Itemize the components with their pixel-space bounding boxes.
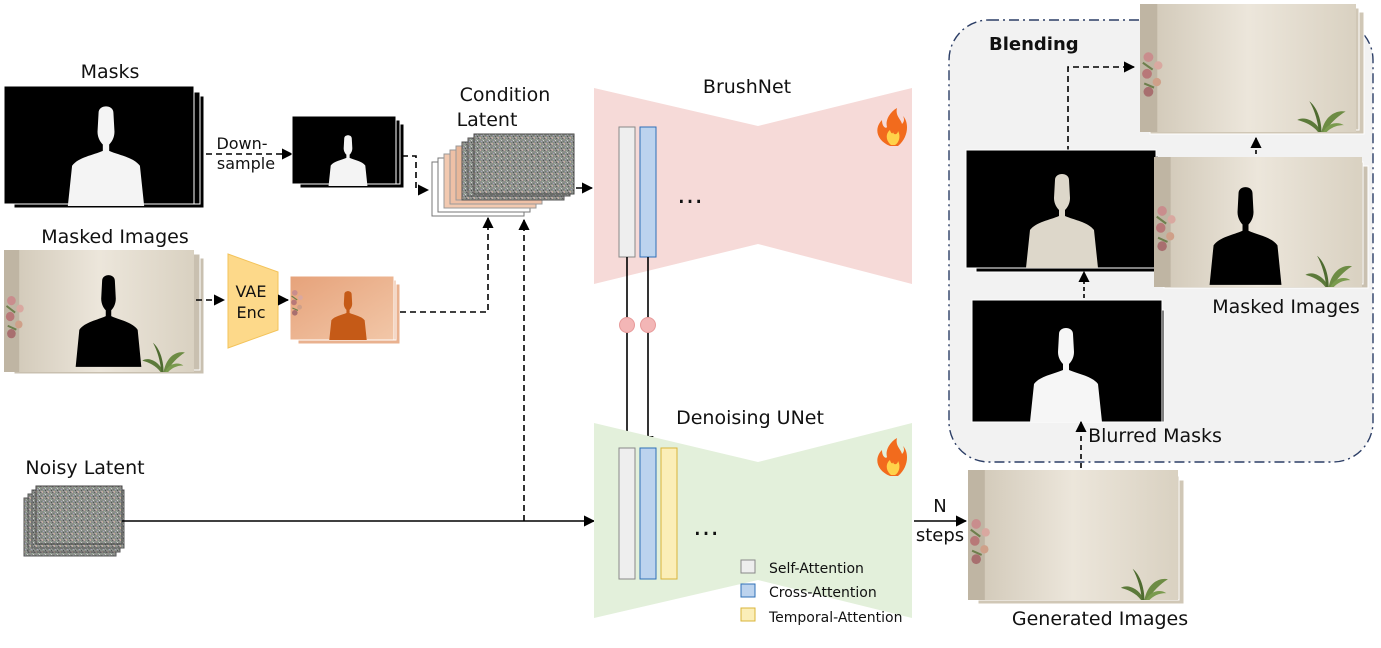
legend-cross-attention: Cross-Attention <box>769 585 877 601</box>
masked-images-stack <box>4 250 205 375</box>
downsampled-masks <box>291 115 405 189</box>
label-condition-1: Condition <box>460 84 551 106</box>
condition-latent-stack <box>431 133 575 217</box>
masks-stack <box>3 85 205 209</box>
label-masked-images-blend: Masked Images <box>1212 296 1359 318</box>
generated-images-stack <box>968 470 1185 605</box>
unet-ellipsis: … <box>693 512 719 542</box>
label-blending: Blending <box>989 34 1079 55</box>
unet-self-attention <box>618 447 636 580</box>
label-noisy-latent: Noisy Latent <box>25 457 144 479</box>
blurred-masks-stack <box>971 299 1165 423</box>
masked-images-blend-stack <box>1154 157 1369 289</box>
noisy-latent-stack <box>23 485 125 557</box>
label-generated-images: Generated Images <box>1012 608 1188 630</box>
arrow-to-blended-output <box>1067 61 1136 152</box>
label-masked-images-input: Masked Images <box>41 226 188 248</box>
arrow-latent-to-condition <box>400 216 494 313</box>
label-downsample-2: sample <box>217 154 275 173</box>
arrow-mask-to-condition <box>402 155 430 196</box>
label-blurred-masks: Blurred Masks <box>1088 425 1222 447</box>
label-vae-2: Enc <box>236 303 265 322</box>
label-denoising-unet: Denoising UNet <box>676 407 824 429</box>
fire-icon <box>877 438 908 476</box>
legend: Self-Attention Cross-Attention Temporal-… <box>740 559 902 626</box>
label-masks: Masks <box>81 61 140 83</box>
legend-swatch-temporal <box>740 607 756 622</box>
label-n: N <box>933 496 946 517</box>
label-steps: steps <box>916 525 964 546</box>
masked-generated-stack <box>965 149 1163 273</box>
label-vae-1: VAE <box>236 282 267 301</box>
unet-temporal-attention <box>660 447 678 580</box>
blended-output-stack <box>1140 4 1365 135</box>
legend-swatch-self <box>740 559 756 574</box>
legend-self-attention: Self-Attention <box>769 561 864 577</box>
label-brushnet: BrushNet <box>703 76 791 98</box>
brushnet-cross-attention <box>639 126 657 258</box>
brushnet-block <box>594 88 912 284</box>
encoded-latent-stack <box>289 275 401 345</box>
fire-icon <box>877 108 908 146</box>
brushnet-ellipsis: … <box>677 180 703 210</box>
connector-dot-2 <box>640 317 656 333</box>
connector-dot-1 <box>619 317 635 333</box>
legend-temporal-attention: Temporal-Attention <box>768 610 902 626</box>
vae-encoder: VAE Enc <box>227 253 279 349</box>
unet-cross-attention <box>639 447 657 580</box>
label-condition-2: Latent <box>457 109 518 131</box>
brushnet-self-attention <box>618 126 636 258</box>
label-downsample-1: Down- <box>216 134 267 153</box>
legend-swatch-cross <box>740 583 756 598</box>
